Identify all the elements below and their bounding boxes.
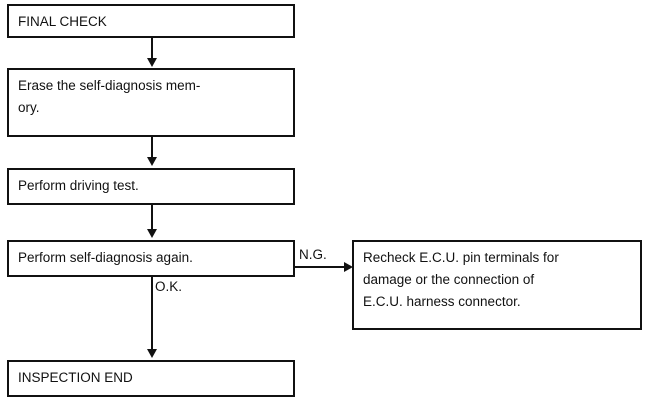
arrowhead-down-icon <box>147 349 157 358</box>
arrowhead-down-icon <box>147 58 157 67</box>
node-erase-memory: Erase the self-diagnosis mem- ory. <box>7 68 295 137</box>
edge-label-ng: N.G. <box>299 247 327 262</box>
node-inspection-end-label: INSPECTION END <box>18 370 133 385</box>
edge-label-ok: O.K. <box>155 279 183 294</box>
connector-driving-test-to-self-diagnosis <box>151 205 153 231</box>
node-recheck-ecu: Recheck E.C.U. pin terminals for damage … <box>352 240 642 330</box>
node-driving-test-label: Perform driving test. <box>18 178 139 193</box>
connector-self-diagnosis-to-inspection-end <box>151 277 153 351</box>
node-driving-test: Perform driving test. <box>7 168 295 205</box>
node-self-diagnosis: Perform self-diagnosis again. <box>7 240 295 277</box>
node-final-check: FINAL CHECK <box>7 4 295 38</box>
arrowhead-down-icon <box>147 229 157 238</box>
arrowhead-right-icon <box>344 262 353 272</box>
arrowhead-down-icon <box>147 157 157 166</box>
node-inspection-end: INSPECTION END <box>7 360 295 397</box>
connector-final-check-to-erase <box>151 38 153 60</box>
node-erase-memory-label: Erase the self-diagnosis mem- ory. <box>18 78 201 115</box>
node-recheck-ecu-label: Recheck E.C.U. pin terminals for damage … <box>363 250 559 309</box>
node-final-check-label: FINAL CHECK <box>18 14 107 29</box>
connector-erase-to-driving-test <box>151 137 153 159</box>
node-self-diagnosis-label: Perform self-diagnosis again. <box>18 250 193 265</box>
connector-self-diagnosis-to-recheck <box>295 266 349 268</box>
